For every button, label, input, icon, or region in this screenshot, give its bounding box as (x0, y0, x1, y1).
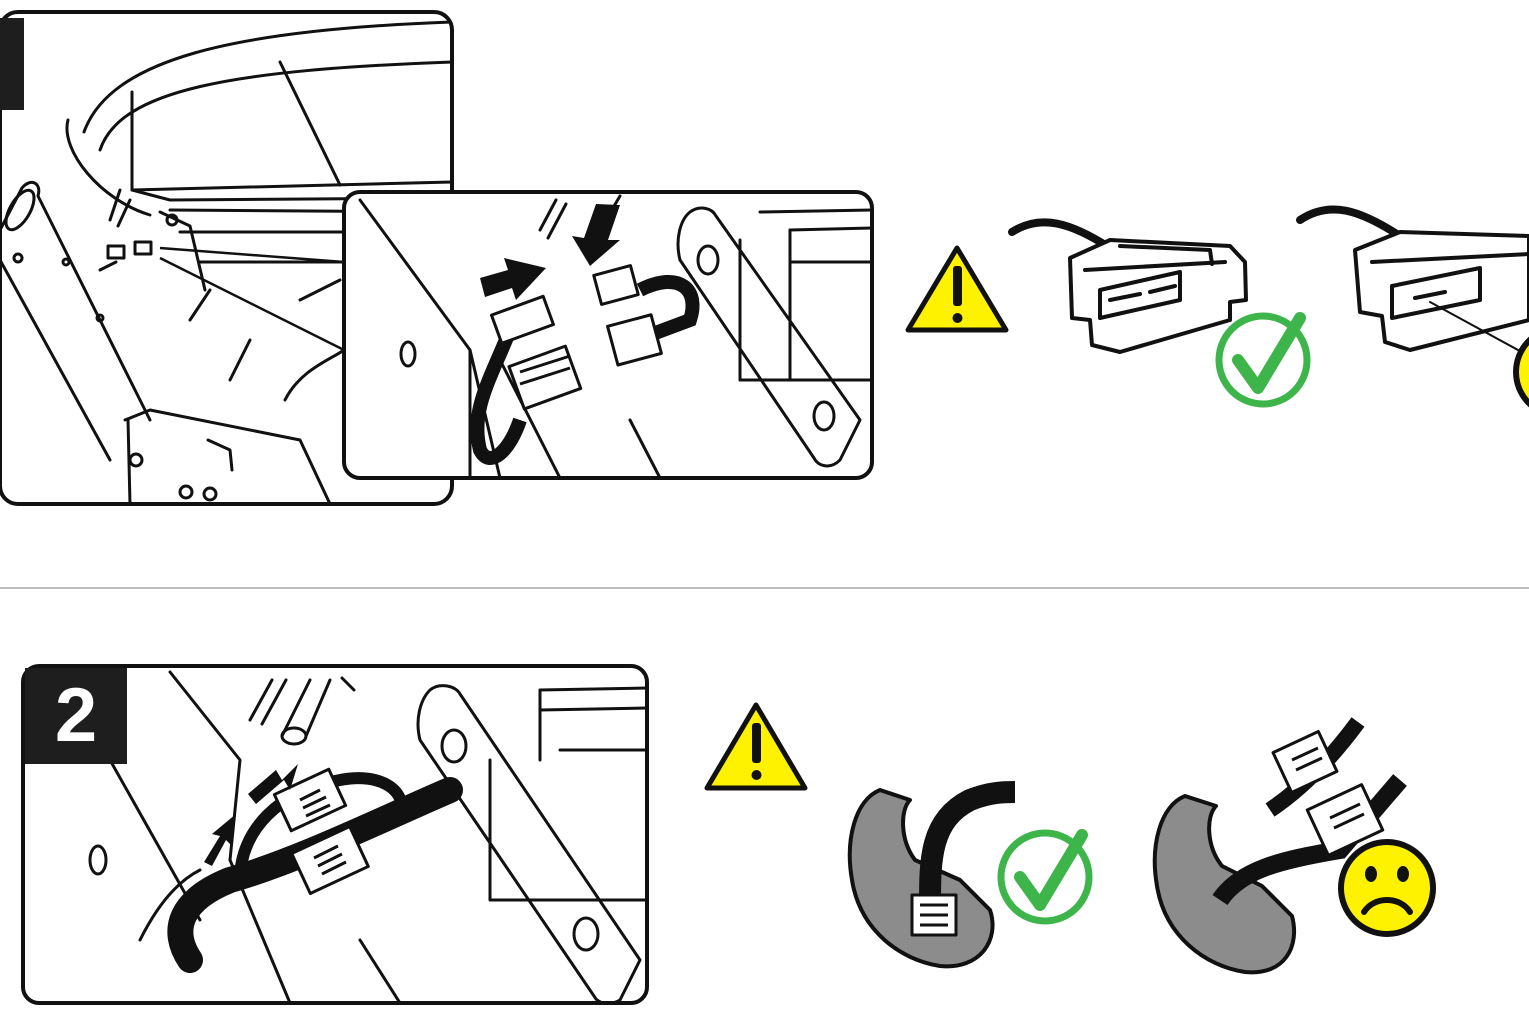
step-1-number-box (0, 18, 24, 110)
warning-triangle-icon (704, 702, 808, 791)
green-checkmark-icon (997, 829, 1093, 925)
warning-triangle-icon (905, 245, 1009, 333)
sad-face-icon (1338, 839, 1436, 937)
section-divider (0, 587, 1529, 589)
clip-correct-illustration (847, 781, 1016, 969)
step-2-number-box (25, 668, 127, 764)
connector-incorrect-illustration (1296, 205, 1529, 357)
step-1-number (0, 18, 24, 110)
step-2-panel (21, 664, 649, 1005)
step-1-zoom-inset (342, 190, 874, 480)
clip-incorrect-illustration (1152, 717, 1407, 975)
connector-correct-illustration (1008, 218, 1248, 354)
green-checkmark-icon (1215, 312, 1311, 408)
step-2-number: 2 (54, 673, 98, 758)
sad-face-icon-partial (1513, 336, 1529, 408)
step-1-panel (0, 10, 454, 506)
